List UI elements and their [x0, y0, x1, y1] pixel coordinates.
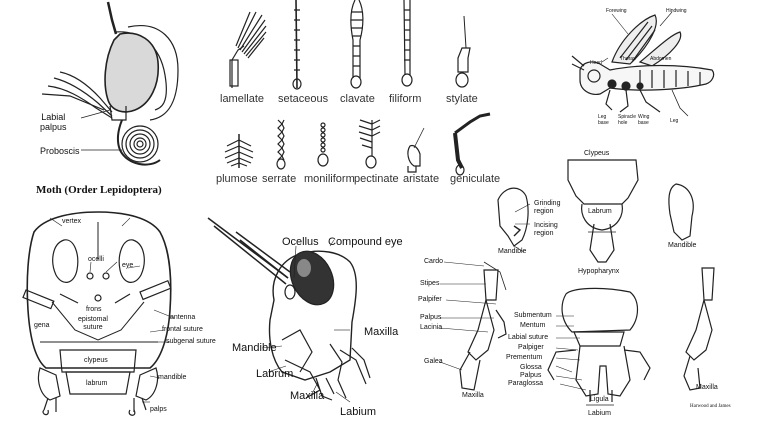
mp-labrum-label: Labrum [588, 208, 612, 215]
mp-lacinia-label: Lacinia [420, 324, 443, 331]
head-palps-label: palps [150, 406, 167, 413]
mp-mentum-label: Mentum [520, 322, 546, 329]
insect-head-label: Head [590, 60, 602, 66]
head-subgenal-suture-label: subgenal suture [166, 338, 216, 345]
antenna-setaceous [292, 0, 302, 90]
head-ocelli-label: ocelli [88, 256, 104, 263]
label-serrate: serrate [262, 173, 297, 185]
label-filiform: filiform [389, 93, 422, 105]
antenna-moniliform [317, 122, 329, 167]
mp-mandible-left-label: Mandible [498, 248, 527, 255]
head-frons-label: frons [86, 306, 102, 313]
insect-leg-label: Leg [670, 118, 679, 124]
mp-submentum-label: Submentum [514, 312, 552, 319]
head-mandible-label: mandible [158, 374, 187, 381]
head-clypeus-label: clypeus [84, 357, 108, 364]
head-labrum-label: labrum [86, 380, 108, 387]
mp-palpus-label: Palpus [420, 314, 442, 321]
insect-hindwing-label: Hindwing [666, 8, 687, 14]
moth-head-drawing [41, 1, 179, 166]
grasshopper-head-drawing [207, 217, 371, 403]
moth-proboscis-label: Proboscis [40, 146, 80, 156]
antenna-serrate [276, 119, 286, 170]
antenna-lamellate [229, 11, 267, 88]
mp-clypeus-label: Clypeus [584, 150, 610, 157]
mp-paraglossa-label: Paraglossa [508, 380, 544, 387]
mp-glossa-label: Glossa [520, 364, 542, 371]
insect-spiracle-label: Spiracle hole [618, 114, 637, 126]
front-head-drawing [22, 211, 175, 416]
head-gena-label: gena [34, 322, 50, 329]
antenna-geniculate [453, 112, 491, 176]
insect-abdomen-label: Abdomen [650, 56, 672, 62]
insect-wing-base-label: Wing base [638, 114, 650, 126]
grasshopper-maxilla-bottom-label: Maxilla [290, 390, 325, 402]
mp-galea-label: Galea [424, 358, 443, 365]
mouthparts-drawing [439, 159, 715, 406]
mp-hypopharynx-label: Hypopharynx [578, 268, 620, 275]
grasshopper-mandible-label: Mandible [232, 342, 277, 354]
grasshopper-compound-eye-label: Compound eye [328, 236, 403, 248]
moth-labial-palpus-label: Labial palpus [40, 112, 67, 132]
insect-leg-base-label: Leg base [598, 114, 609, 126]
label-geniculate: geniculate [450, 173, 501, 185]
insect-forewing-label: Forewing [606, 8, 627, 14]
label-moniliform: moniliform [304, 173, 355, 185]
label-pectinate: pectinate [354, 173, 399, 185]
mp-incising-region-label: Incising region [534, 222, 558, 237]
mp-ligula-label: Ligula [590, 396, 609, 403]
insect-thorax-label: Thorax [620, 56, 636, 62]
mp-grinding-region-label: Grinding region [534, 200, 561, 215]
mp-labial-suture-label: Labial suture [508, 334, 549, 341]
label-clavate: clavate [340, 93, 375, 105]
label-stylate: stylate [446, 93, 478, 105]
antenna-pectinate [358, 119, 381, 169]
head-antenna-label: antenna [170, 314, 196, 321]
head-epistomal-suture-label: epistomal suture [78, 316, 108, 331]
grasshopper-ocellus-label: Ocellus [282, 236, 319, 248]
grasshopper-maxilla-right-label: Maxilla [364, 326, 399, 338]
mp-palpiger-label: Palpiger [518, 344, 544, 351]
head-vertex-label: vertex [62, 218, 82, 225]
head-frontal-suture-label: frontal suture [162, 326, 203, 333]
grasshopper-labrum-label: Labrum [256, 368, 294, 380]
mp-cardo-label: Cardo [424, 258, 444, 265]
label-setaceous: setaceous [278, 93, 329, 105]
winged-insect-drawing [571, 11, 715, 117]
label-plumose: plumose [216, 173, 258, 185]
mp-maxilla-right-label: Maxilla [696, 384, 718, 391]
antenna-plumose [224, 134, 254, 168]
credit-label: Harwood and James [690, 404, 731, 409]
mp-prementum-label: Prementum [506, 354, 543, 361]
head-eye-label: eye [122, 262, 134, 269]
antenna-clavate [350, 0, 364, 89]
antenna-aristate [407, 127, 425, 173]
mp-labial-palpus-label: Palpus [520, 372, 542, 379]
mp-maxilla-left-label: Maxilla [462, 392, 484, 399]
label-lamellate: lamellate [220, 93, 265, 105]
antenna-filiform [401, 0, 413, 87]
mp-mandible-right-label: Mandible [668, 242, 697, 249]
moth-caption: Moth (Order Lepidoptera) [36, 184, 162, 196]
mp-palpifer-label: Palpifer [418, 296, 442, 303]
grasshopper-labium-label: Labium [340, 406, 377, 418]
label-aristate: aristate [403, 173, 440, 185]
mp-labium-label: Labium [588, 410, 611, 417]
mp-stipes-label: Stipes [420, 280, 440, 287]
antenna-stylate [455, 15, 471, 88]
